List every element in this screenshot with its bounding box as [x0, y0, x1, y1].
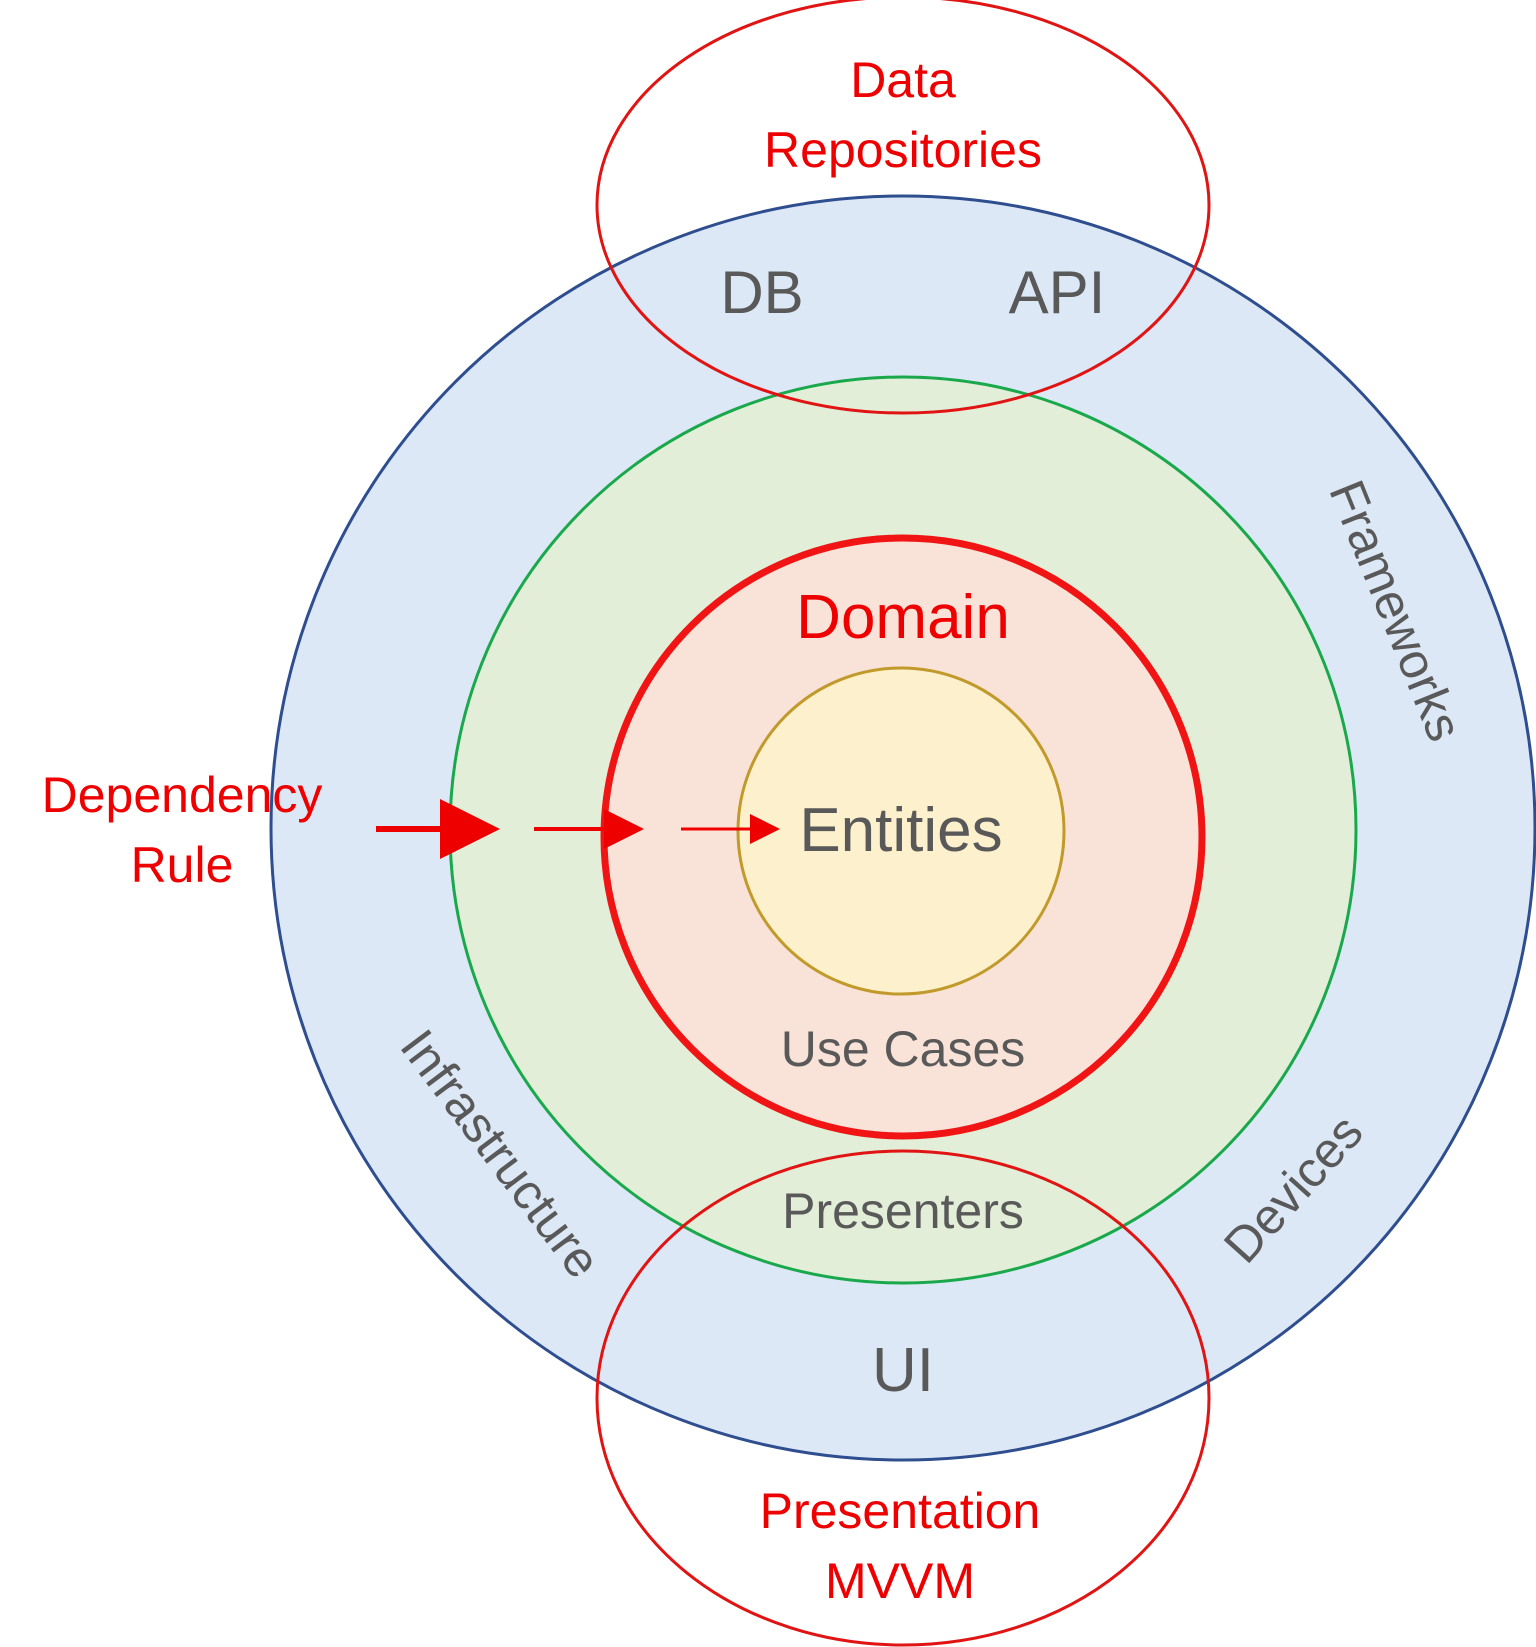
data-repositories-label-line2: Repositories	[764, 122, 1042, 178]
db-label: DB	[720, 259, 803, 326]
dependency-rule-label-line2: Rule	[131, 837, 234, 893]
presentation-label-line1: Presentation	[760, 1483, 1041, 1539]
api-label: API	[1009, 259, 1106, 326]
data-repositories-label-line1: Data	[850, 52, 956, 108]
use-cases-label: Use Cases	[781, 1021, 1026, 1077]
presentation-mvvm-ellipse	[595, 1149, 1211, 1647]
domain-label: Domain	[796, 583, 1010, 652]
entities-label: Entities	[799, 796, 1002, 865]
presenters-label: Presenters	[782, 1183, 1024, 1239]
ui-label: UI	[872, 1336, 934, 1405]
entities-core-circle	[736, 666, 1066, 996]
dependency-rule-label-line1: Dependency	[42, 767, 323, 823]
presentation-label-line2: MVVM	[825, 1553, 975, 1609]
data-repositories-ellipse	[595, 0, 1211, 415]
